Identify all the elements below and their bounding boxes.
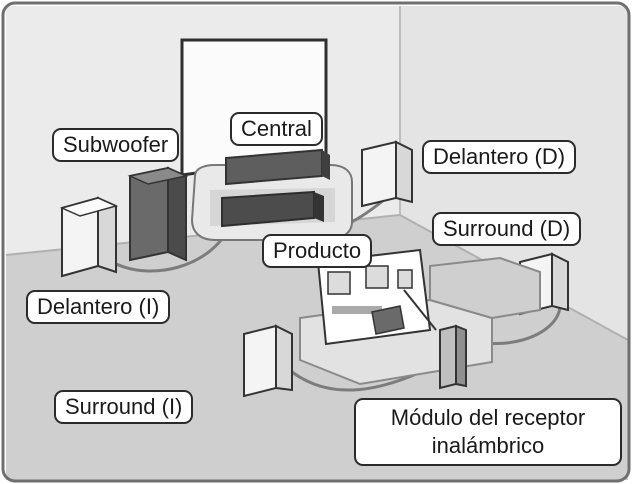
label-wireless-module-line2: inalámbrico xyxy=(431,433,545,458)
label-surround-left: Surround (I) xyxy=(54,390,194,424)
wireless-receiver-module-side xyxy=(455,324,467,388)
label-surround-right: Surround (D) xyxy=(432,212,582,246)
front-right-speaker xyxy=(361,140,397,208)
label-subwoofer: Subwoofer xyxy=(52,128,180,162)
label-front-right: Delantero (D) xyxy=(422,140,577,174)
subwoofer-top xyxy=(127,167,189,185)
center-speaker-side xyxy=(322,150,330,180)
panel-label-strip xyxy=(332,306,382,314)
surround-right-speaker-side xyxy=(551,252,569,312)
front-right-speaker-side xyxy=(395,140,413,204)
connector-3 xyxy=(397,269,413,289)
wireless-receiver-module xyxy=(439,324,457,390)
label-subwoofer-text: Subwoofer xyxy=(63,132,169,157)
surround-left-speaker xyxy=(243,324,277,398)
wireless-card xyxy=(371,305,405,335)
sofa-back xyxy=(429,256,541,320)
subwoofer-side xyxy=(167,166,187,262)
inset-pointer xyxy=(403,289,437,331)
label-central-text: Central xyxy=(241,116,312,141)
label-wireless-module: Módulo del receptor inalámbrico xyxy=(354,398,622,466)
surround-left-speaker-side xyxy=(275,324,293,392)
label-wireless-module-line1: Módulo del receptor xyxy=(390,405,586,430)
label-front-right-text: Delantero (D) xyxy=(433,144,566,169)
front-left-speaker-top xyxy=(59,197,119,217)
main-unit-side xyxy=(314,192,324,222)
label-front-left-text: Delantero (I) xyxy=(37,294,160,319)
label-product-text: Producto xyxy=(273,238,362,263)
label-surround-left-text: Surround (I) xyxy=(65,394,183,419)
connector-1 xyxy=(327,271,351,295)
label-product: Producto xyxy=(262,234,373,268)
label-central: Central xyxy=(230,112,323,146)
label-front-left: Delantero (I) xyxy=(26,290,171,324)
connector-2 xyxy=(365,265,389,289)
label-surround-right-text: Surround (D) xyxy=(443,216,571,241)
